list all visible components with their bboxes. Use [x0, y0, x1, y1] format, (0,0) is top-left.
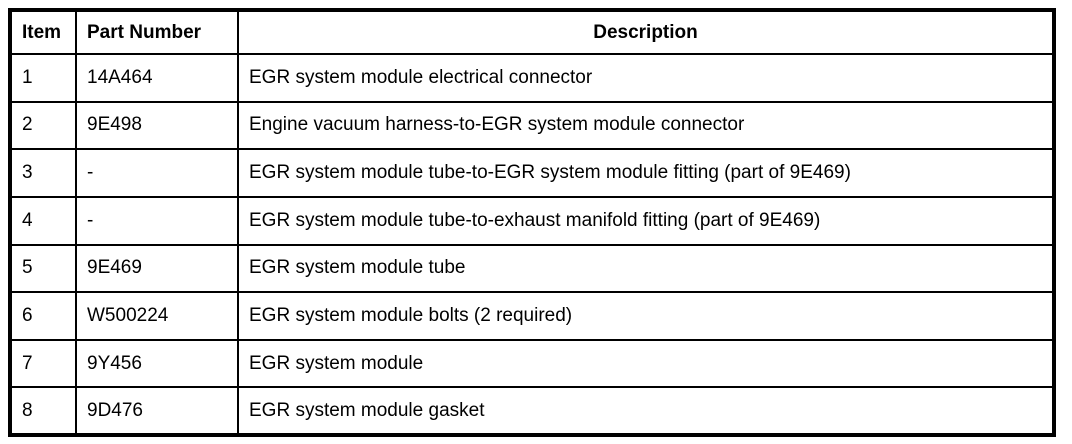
cell-description: EGR system module: [237, 338, 1055, 389]
cell-item: 2: [9, 100, 77, 151]
cell-description: EGR system module gasket: [237, 386, 1055, 436]
cell-description: EGR system module electrical connector: [237, 53, 1055, 103]
cell-item: 3: [9, 148, 77, 198]
cell-part-number: -: [75, 148, 239, 198]
cell-item: 7: [9, 338, 77, 389]
cell-description: EGR system module tube: [237, 243, 1055, 294]
cell-part-number: 9D476: [75, 386, 239, 436]
table-header-row: Item Part Number Description: [9, 9, 1055, 55]
cell-part-number: 9E498: [75, 100, 239, 151]
cell-item: 5: [9, 243, 77, 294]
cell-part-number: 9Y456: [75, 338, 239, 389]
cell-item: 4: [9, 195, 77, 246]
cell-item: 6: [9, 291, 77, 341]
table-row: 4-EGR system module tube-to-exhaust mani…: [9, 195, 1055, 246]
cell-description: EGR system module tube-to-EGR system mod…: [237, 148, 1055, 198]
cell-part-number: -: [75, 195, 239, 246]
cell-item: 1: [9, 53, 77, 103]
cell-description: EGR system module bolts (2 required): [237, 291, 1055, 341]
header-part-number: Part Number: [75, 9, 239, 55]
cell-description: EGR system module tube-to-exhaust manifo…: [237, 195, 1055, 246]
table-row: 3-EGR system module tube-to-EGR system m…: [9, 148, 1055, 198]
cell-part-number: 9E469: [75, 243, 239, 294]
cell-description: Engine vacuum harness-to-EGR system modu…: [237, 100, 1055, 151]
header-description: Description: [237, 9, 1055, 55]
cell-item: 8: [9, 386, 77, 436]
cell-part-number: W500224: [75, 291, 239, 341]
header-item: Item: [9, 9, 77, 55]
cell-part-number: 14A464: [75, 53, 239, 103]
